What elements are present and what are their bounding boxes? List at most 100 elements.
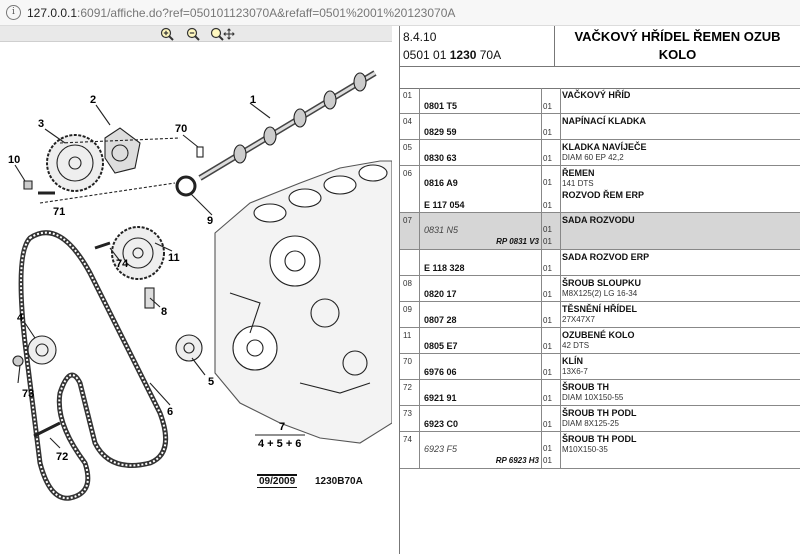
item-number: 07 xyxy=(403,216,412,225)
zoom-in-icon[interactable] xyxy=(160,27,176,41)
item-number: 06 xyxy=(403,169,412,178)
diagram-toolbar xyxy=(0,26,392,42)
quantity: 01 xyxy=(543,264,552,273)
callout-72: 72 xyxy=(56,451,68,463)
cell-item-number xyxy=(400,250,420,275)
callout-74: 74 xyxy=(116,258,129,270)
cell-quantity: 01 xyxy=(541,250,561,275)
cell-quantity: 01 xyxy=(541,302,561,327)
part-spec: M10X150-35 xyxy=(562,445,608,454)
cell-item-number: 73 xyxy=(400,406,420,431)
cell-item-number: 74 xyxy=(400,432,420,468)
part-name: SADA ROZVODU xyxy=(562,215,635,225)
quantity: 01 xyxy=(543,368,552,377)
cell-part-number: 0805 E7 xyxy=(419,328,542,353)
callout-70: 70 xyxy=(175,123,187,135)
cell-part-number: 0831 N5 RP 0831 V3 xyxy=(419,213,542,249)
cell-part-number: 0820 17 xyxy=(419,276,542,301)
cell-description: SADA ROZVODU xyxy=(560,213,800,249)
cell-item-number: 04 xyxy=(400,114,420,139)
zoom-out-icon[interactable] xyxy=(186,27,202,41)
part-spec: 27X47X7 xyxy=(562,315,595,324)
callout-9: 9 xyxy=(207,215,213,227)
table-header: 8.4.10 0501 01 1230 70A VAČKOVÝ HŘÍDEL Ř… xyxy=(400,26,800,67)
part-name: OZUBENÉ KOLO xyxy=(562,330,635,340)
quantity: 01 xyxy=(543,420,552,429)
item-number: 72 xyxy=(403,383,412,392)
cell-quantity: 01 xyxy=(541,88,561,113)
cell-part-number: 6923 C0 xyxy=(419,406,542,431)
part-name: KLÍN xyxy=(562,356,583,366)
part-name: ŠROUB TH PODL xyxy=(562,408,637,418)
cell-part-number: E 118 328 xyxy=(419,250,542,275)
cell-quantity: 01 xyxy=(541,354,561,379)
cell-quantity: 01 xyxy=(541,140,561,165)
callout-6: 6 xyxy=(167,406,173,418)
callout-4: 4 xyxy=(17,312,24,324)
item-number: 70 xyxy=(403,357,412,366)
cell-description: VAČKOVÝ HŘÍD xyxy=(560,88,800,113)
quantity: 01 xyxy=(543,225,552,234)
zoom-pan-icon[interactable] xyxy=(210,27,236,41)
info-icon[interactable]: i xyxy=(6,5,21,20)
cell-quantity: 01 xyxy=(541,328,561,353)
group-number: 8.4.10 xyxy=(403,30,437,44)
part-spec: DIAM 10X150-55 xyxy=(562,393,624,402)
item-number: 73 xyxy=(403,409,412,418)
part-number: 0820 17 xyxy=(424,289,457,299)
callout-8: 8 xyxy=(161,306,167,318)
timing-belt-drawing: 1 2 3 70 10 71 9 74 11 8 4 73 5 6 72 7 4… xyxy=(8,70,392,501)
cell-part-number: 6921 91 xyxy=(419,380,542,405)
part-spec: DIAM 60 EP 42,2 xyxy=(562,153,624,162)
part-number: 0831 N5 xyxy=(424,225,459,235)
part-name: TĚSNĚNÍ HŘÍDEL xyxy=(562,304,638,314)
part-name: ŠROUB TH xyxy=(562,382,609,392)
page-title: VAČKOVÝ HŘÍDEL ŘEMEN OZUB KOLO xyxy=(574,29,781,62)
part-spec: 141 DTS xyxy=(562,179,594,188)
quantity: 01 xyxy=(543,342,552,351)
cell-item-number: 05 xyxy=(400,140,420,165)
quantity: 01 xyxy=(543,154,552,163)
callout-7: 7 xyxy=(279,421,285,433)
item-number: 74 xyxy=(403,435,412,444)
part-name-alt: ROZVOD ŘEM ERP xyxy=(562,190,645,200)
cell-item-number: 06 xyxy=(400,166,420,212)
quantity: 01 xyxy=(543,102,552,111)
quantity: 01 xyxy=(543,444,552,453)
part-name: VAČKOVÝ HŘÍD xyxy=(562,90,631,100)
part-name: ŠROUB TH PODL xyxy=(562,434,637,444)
callout-71: 71 xyxy=(53,206,65,218)
cell-quantity: 01 xyxy=(541,406,561,431)
cell-item-number: 70 xyxy=(400,354,420,379)
replacement-part-number: RP 0831 V3 xyxy=(496,237,539,246)
part-number: 0829 59 xyxy=(424,127,457,137)
part-number: 0830 63 xyxy=(424,153,457,163)
part-number: 6921 91 xyxy=(424,393,457,403)
address-bar[interactable]: i 127.0.0.1:6091/affiche.do?ref=05010112… xyxy=(0,0,800,26)
cell-description: SADA ROZVOD ERP xyxy=(560,250,800,275)
item-number: 08 xyxy=(403,279,412,288)
part-number-alt: E 117 054 xyxy=(424,200,465,210)
cell-quantity: 01 xyxy=(541,380,561,405)
exploded-parts-diagram: 1 2 3 70 10 71 9 74 11 8 4 73 5 6 72 7 4… xyxy=(0,43,392,554)
